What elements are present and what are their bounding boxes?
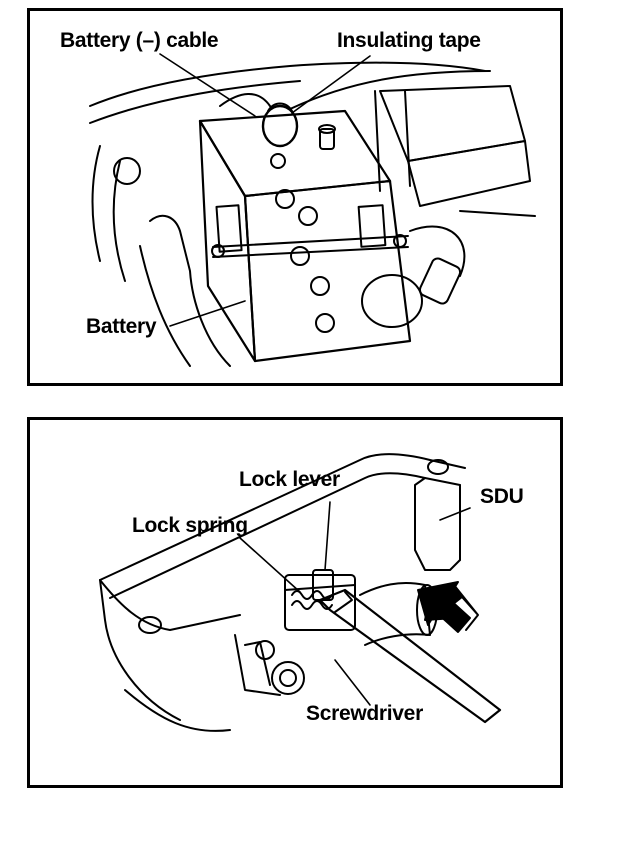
vent-cap <box>270 153 286 169</box>
label-sdu: SDU <box>480 485 524 508</box>
body-bolt <box>113 157 141 185</box>
terminal-cover <box>361 274 423 328</box>
vent-cap <box>315 313 335 333</box>
wiring <box>459 210 536 217</box>
label-battery-cable: Battery (–) cable <box>60 29 219 52</box>
sdu-housing <box>109 472 426 599</box>
leader-line <box>439 507 471 521</box>
label-lock-spring: Lock spring <box>132 514 248 537</box>
screwdriver <box>334 591 353 613</box>
wiring <box>404 90 411 187</box>
housing-bolt <box>427 459 449 475</box>
clamp-bar <box>212 246 409 258</box>
leader-line <box>334 659 371 706</box>
vent-cap <box>298 206 318 226</box>
clamp-bar <box>212 235 409 248</box>
leader-line <box>159 53 256 117</box>
connector-bolt <box>279 669 297 687</box>
negative-cable <box>219 93 271 107</box>
terminal-clamp <box>418 257 462 305</box>
clamp-nut <box>393 234 407 248</box>
sdu-housing <box>99 453 466 581</box>
vent-cap <box>290 246 310 266</box>
wiring <box>289 70 491 110</box>
clamp-plate <box>215 204 243 253</box>
connector-housing <box>284 574 356 631</box>
relay-box <box>407 140 531 207</box>
label-lock-lever: Lock lever <box>239 468 340 491</box>
hold-down-bracket <box>149 214 231 367</box>
mounting-bracket <box>124 689 231 732</box>
mounting-bracket <box>234 634 281 696</box>
wiring <box>374 90 381 192</box>
lock-lever <box>312 569 334 601</box>
body-panel-curve <box>89 61 486 107</box>
label-insulating-tape: Insulating tape <box>337 29 481 52</box>
sdu-body <box>414 477 461 571</box>
clamp-plate <box>357 204 387 248</box>
body-panel-curve <box>112 160 126 282</box>
connector-bolt <box>255 640 275 660</box>
push-arrow <box>417 581 471 633</box>
leader-line <box>324 501 331 571</box>
leader-line <box>239 537 301 593</box>
body-panel-curve <box>91 145 101 262</box>
label-screwdriver: Screwdriver <box>306 702 423 725</box>
mounting-bracket <box>244 641 271 686</box>
lock-spring <box>291 600 333 610</box>
sdu-housing <box>99 579 241 631</box>
hold-down-bracket <box>139 245 191 367</box>
body-panel-curve <box>89 80 301 124</box>
battery-figure: Battery (–) cable Insulating tape Batter… <box>27 8 563 386</box>
connector-bolt <box>271 661 305 695</box>
screwdriver <box>318 588 502 724</box>
label-battery: Battery <box>86 315 157 338</box>
leader-line <box>291 55 371 114</box>
battery-side-face <box>243 179 412 363</box>
positive-cable <box>409 225 466 277</box>
vent-cap <box>275 189 295 209</box>
housing-bolt <box>138 616 162 634</box>
relay-box <box>379 85 526 162</box>
vent-cap <box>310 276 330 296</box>
sdu-figure: Lock lever Lock spring SDU Screwdriver <box>27 417 563 788</box>
battery-terminal-post <box>319 128 335 150</box>
insulating-tape-wrap <box>261 104 299 148</box>
sdu-illustration <box>99 453 502 732</box>
battery-illustration <box>89 53 536 367</box>
mounting-bracket <box>99 579 181 721</box>
leader-line <box>169 300 246 327</box>
